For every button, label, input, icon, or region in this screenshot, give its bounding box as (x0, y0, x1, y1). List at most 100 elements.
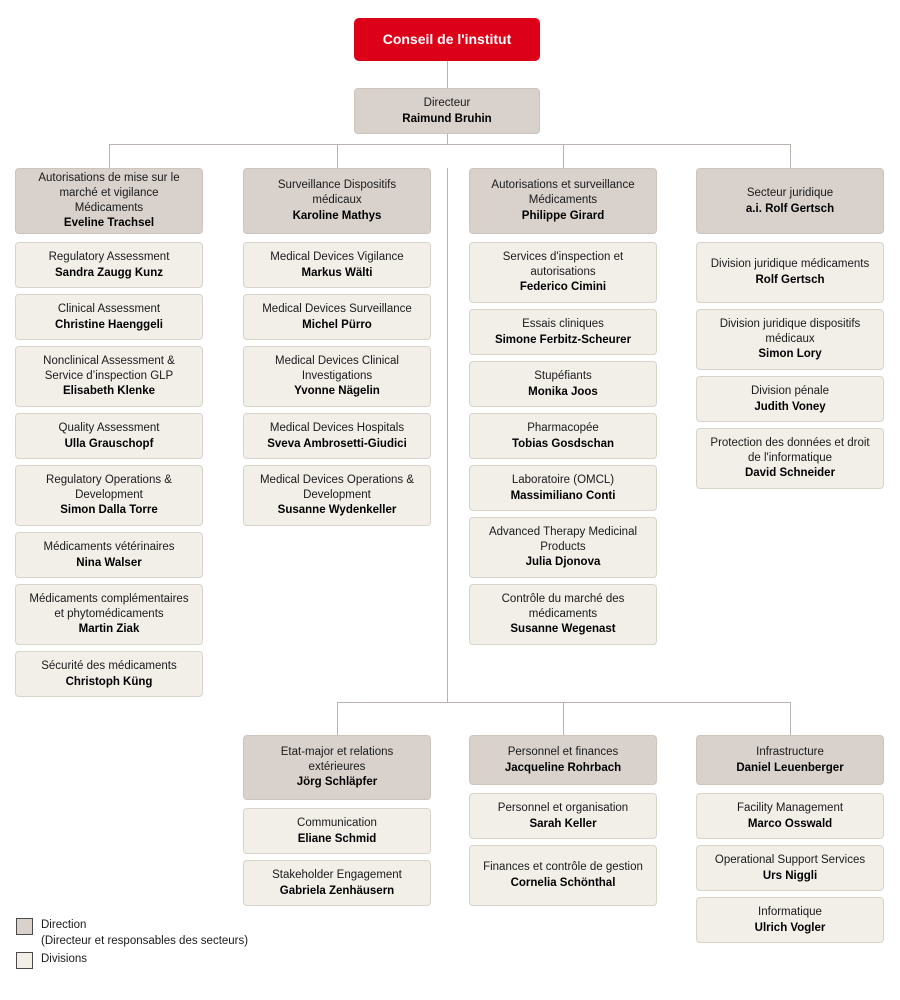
box-person: Michel Pürro (302, 318, 372, 331)
connector-vertical (447, 134, 448, 145)
box-title: Division pénale (751, 384, 829, 397)
box-title: Operational Support Services (714, 853, 866, 866)
box-title: Division juridique médicaments (710, 258, 870, 271)
box-person: Ulla Grauschopf (64, 437, 154, 450)
box-title: Autorisations et surveillance Médicament… (491, 179, 635, 207)
box-person: Urs Niggli (762, 869, 818, 882)
box-person: Sandra Zaugg Kunz (55, 266, 163, 279)
division-box[interactable]: Protection des données et droit de l'inf… (696, 428, 884, 489)
box-person: Monika Joos (528, 385, 598, 398)
box-person: Tobias Gosdschan (511, 437, 615, 450)
box-title: Medical Devices Hospitals (269, 421, 405, 434)
box-title: Medical Devices Surveillance (262, 302, 412, 315)
box-person: Jacqueline Rohrbach (504, 761, 622, 774)
box-person: Christoph Küng (65, 675, 153, 688)
box-person: Eveline Trachsel (63, 217, 155, 230)
box-person: Cornelia Schönthal (510, 877, 616, 889)
box-person: Christine Haenggeli (55, 318, 163, 331)
box-person: Eliane Schmid (297, 832, 377, 845)
box-title: Communication (297, 816, 377, 829)
box-title: Médicaments complémentaires et phytomédi… (29, 592, 189, 620)
connector-vertical (790, 144, 791, 168)
sector-head-col-secteur-juridique[interactable]: Secteur juridique a.i. Rolf Gertsch (696, 168, 884, 234)
division-box[interactable]: Médicaments complémentaires et phytomédi… (15, 584, 203, 645)
box-person: Daniel Leuenberger (736, 761, 844, 774)
box-title: Sécurité des médicaments (41, 659, 177, 672)
connector-horizontal (109, 144, 790, 145)
box-title: Laboratoire (OMCL) (511, 473, 615, 486)
legend-direction-sublabel: (Directeur et responsables des secteurs) (41, 934, 249, 947)
box-title: Personnel et organisation (497, 801, 629, 814)
box-person: Ulrich Vogler (754, 921, 826, 934)
box-person: Sarah Keller (529, 817, 597, 830)
box-person: Gabriela Zenhäusern (279, 884, 395, 897)
sector-head-col-autorisations-et-surveillance-medicaments[interactable]: Autorisations et surveillance Médicament… (469, 168, 657, 234)
box-title: Autorisations de mise sur le marché et v… (38, 172, 180, 214)
box-title: Infrastructure (756, 745, 824, 758)
box-title: Stakeholder Engagement (272, 868, 402, 881)
box-title: Surveillance Dispositifs médicaux (277, 179, 397, 207)
legend-swatch-direction (16, 918, 33, 935)
box-title: Directeur (423, 96, 471, 109)
box-person: Sveva Ambrosetti-Giudici (267, 437, 407, 450)
box-title: Essais cliniques (522, 317, 604, 330)
connector-vertical (447, 61, 448, 88)
legend-direction-label: Direction (41, 919, 87, 931)
box-person: Philippe Girard (521, 209, 605, 222)
box-title: Medical Devices Clinical Investigations (275, 354, 399, 382)
box-person: Julia Djonova (525, 556, 601, 569)
box-person: a.i. Rolf Gertsch (745, 202, 835, 215)
box-title: Division juridique dispositifs médicaux (719, 317, 861, 345)
box-title: Secteur juridique (746, 186, 834, 199)
box-person: Massimiliano Conti (510, 489, 616, 502)
sector-head-col-autorisations-mise-sur-le-marche[interactable]: Autorisations de mise sur le marché et v… (15, 168, 203, 234)
box-title: Médicaments vétérinaires (43, 540, 175, 553)
box-person: David Schneider (744, 467, 836, 480)
root-node-conseil-de-linstitut[interactable]: Conseil de l'institut (354, 18, 540, 61)
division-box[interactable]: Nonclinical Assessment & Service d’inspe… (15, 346, 203, 407)
box-person: Simone Ferbitz-Scheurer (494, 333, 632, 346)
box-title: Conseil de l'institut (382, 30, 512, 47)
box-person: Susanne Wydenkeller (277, 504, 397, 517)
box-title: Medical Devices Operations & Development (259, 473, 415, 501)
box-person: Yvonne Nägelin (294, 385, 380, 398)
connector-vertical (790, 702, 791, 735)
box-title: Protection des données et droit de l'inf… (710, 436, 870, 464)
box-title: Informatique (758, 905, 822, 918)
division-box[interactable]: Laboratoire (OMCL) Massimiliano Conti (469, 465, 657, 511)
division-box[interactable]: Medical Devices Operations & Development… (243, 465, 431, 526)
box-title: Contrôle du marché des médicaments (501, 592, 625, 620)
